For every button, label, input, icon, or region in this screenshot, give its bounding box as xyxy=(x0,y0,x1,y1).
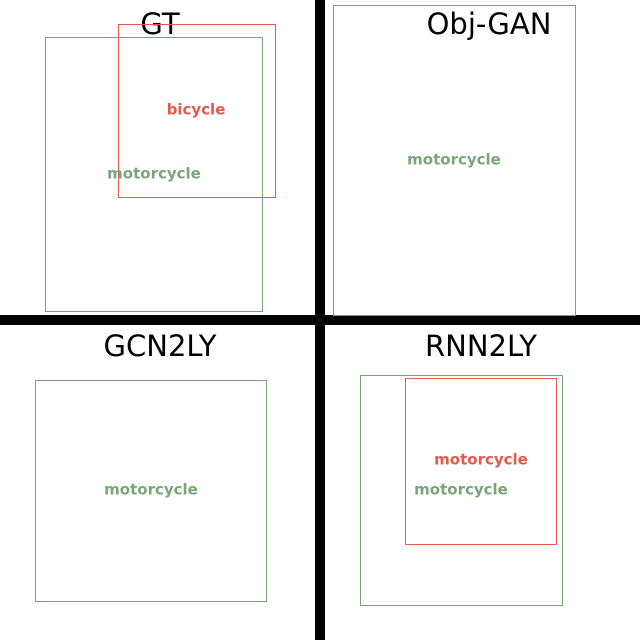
motorcycle-bounding-box xyxy=(333,5,576,316)
horizontal-divider xyxy=(0,315,640,325)
panel-title-gcn2ly: GCN2LY xyxy=(103,329,217,363)
motorcycle-bounding-box-green xyxy=(360,375,563,606)
motorcycle-label-green: motorcycle xyxy=(414,480,508,499)
panel-title-objgan: Obj-GAN xyxy=(426,7,552,41)
panel-title-rnn2ly: RNN2LY xyxy=(424,329,538,363)
bicycle-label: bicycle xyxy=(166,100,226,119)
motorcycle-label: motorcycle xyxy=(107,164,201,183)
motorcycle-label: motorcycle xyxy=(104,480,198,499)
motorcycle-label-red: motorcycle xyxy=(434,450,528,469)
motorcycle-bounding-box xyxy=(45,37,263,312)
bicycle-bounding-box xyxy=(118,24,276,198)
motorcycle-bounding-box-red xyxy=(405,378,557,545)
motorcycle-label: motorcycle xyxy=(407,150,501,169)
motorcycle-bounding-box xyxy=(35,380,267,602)
